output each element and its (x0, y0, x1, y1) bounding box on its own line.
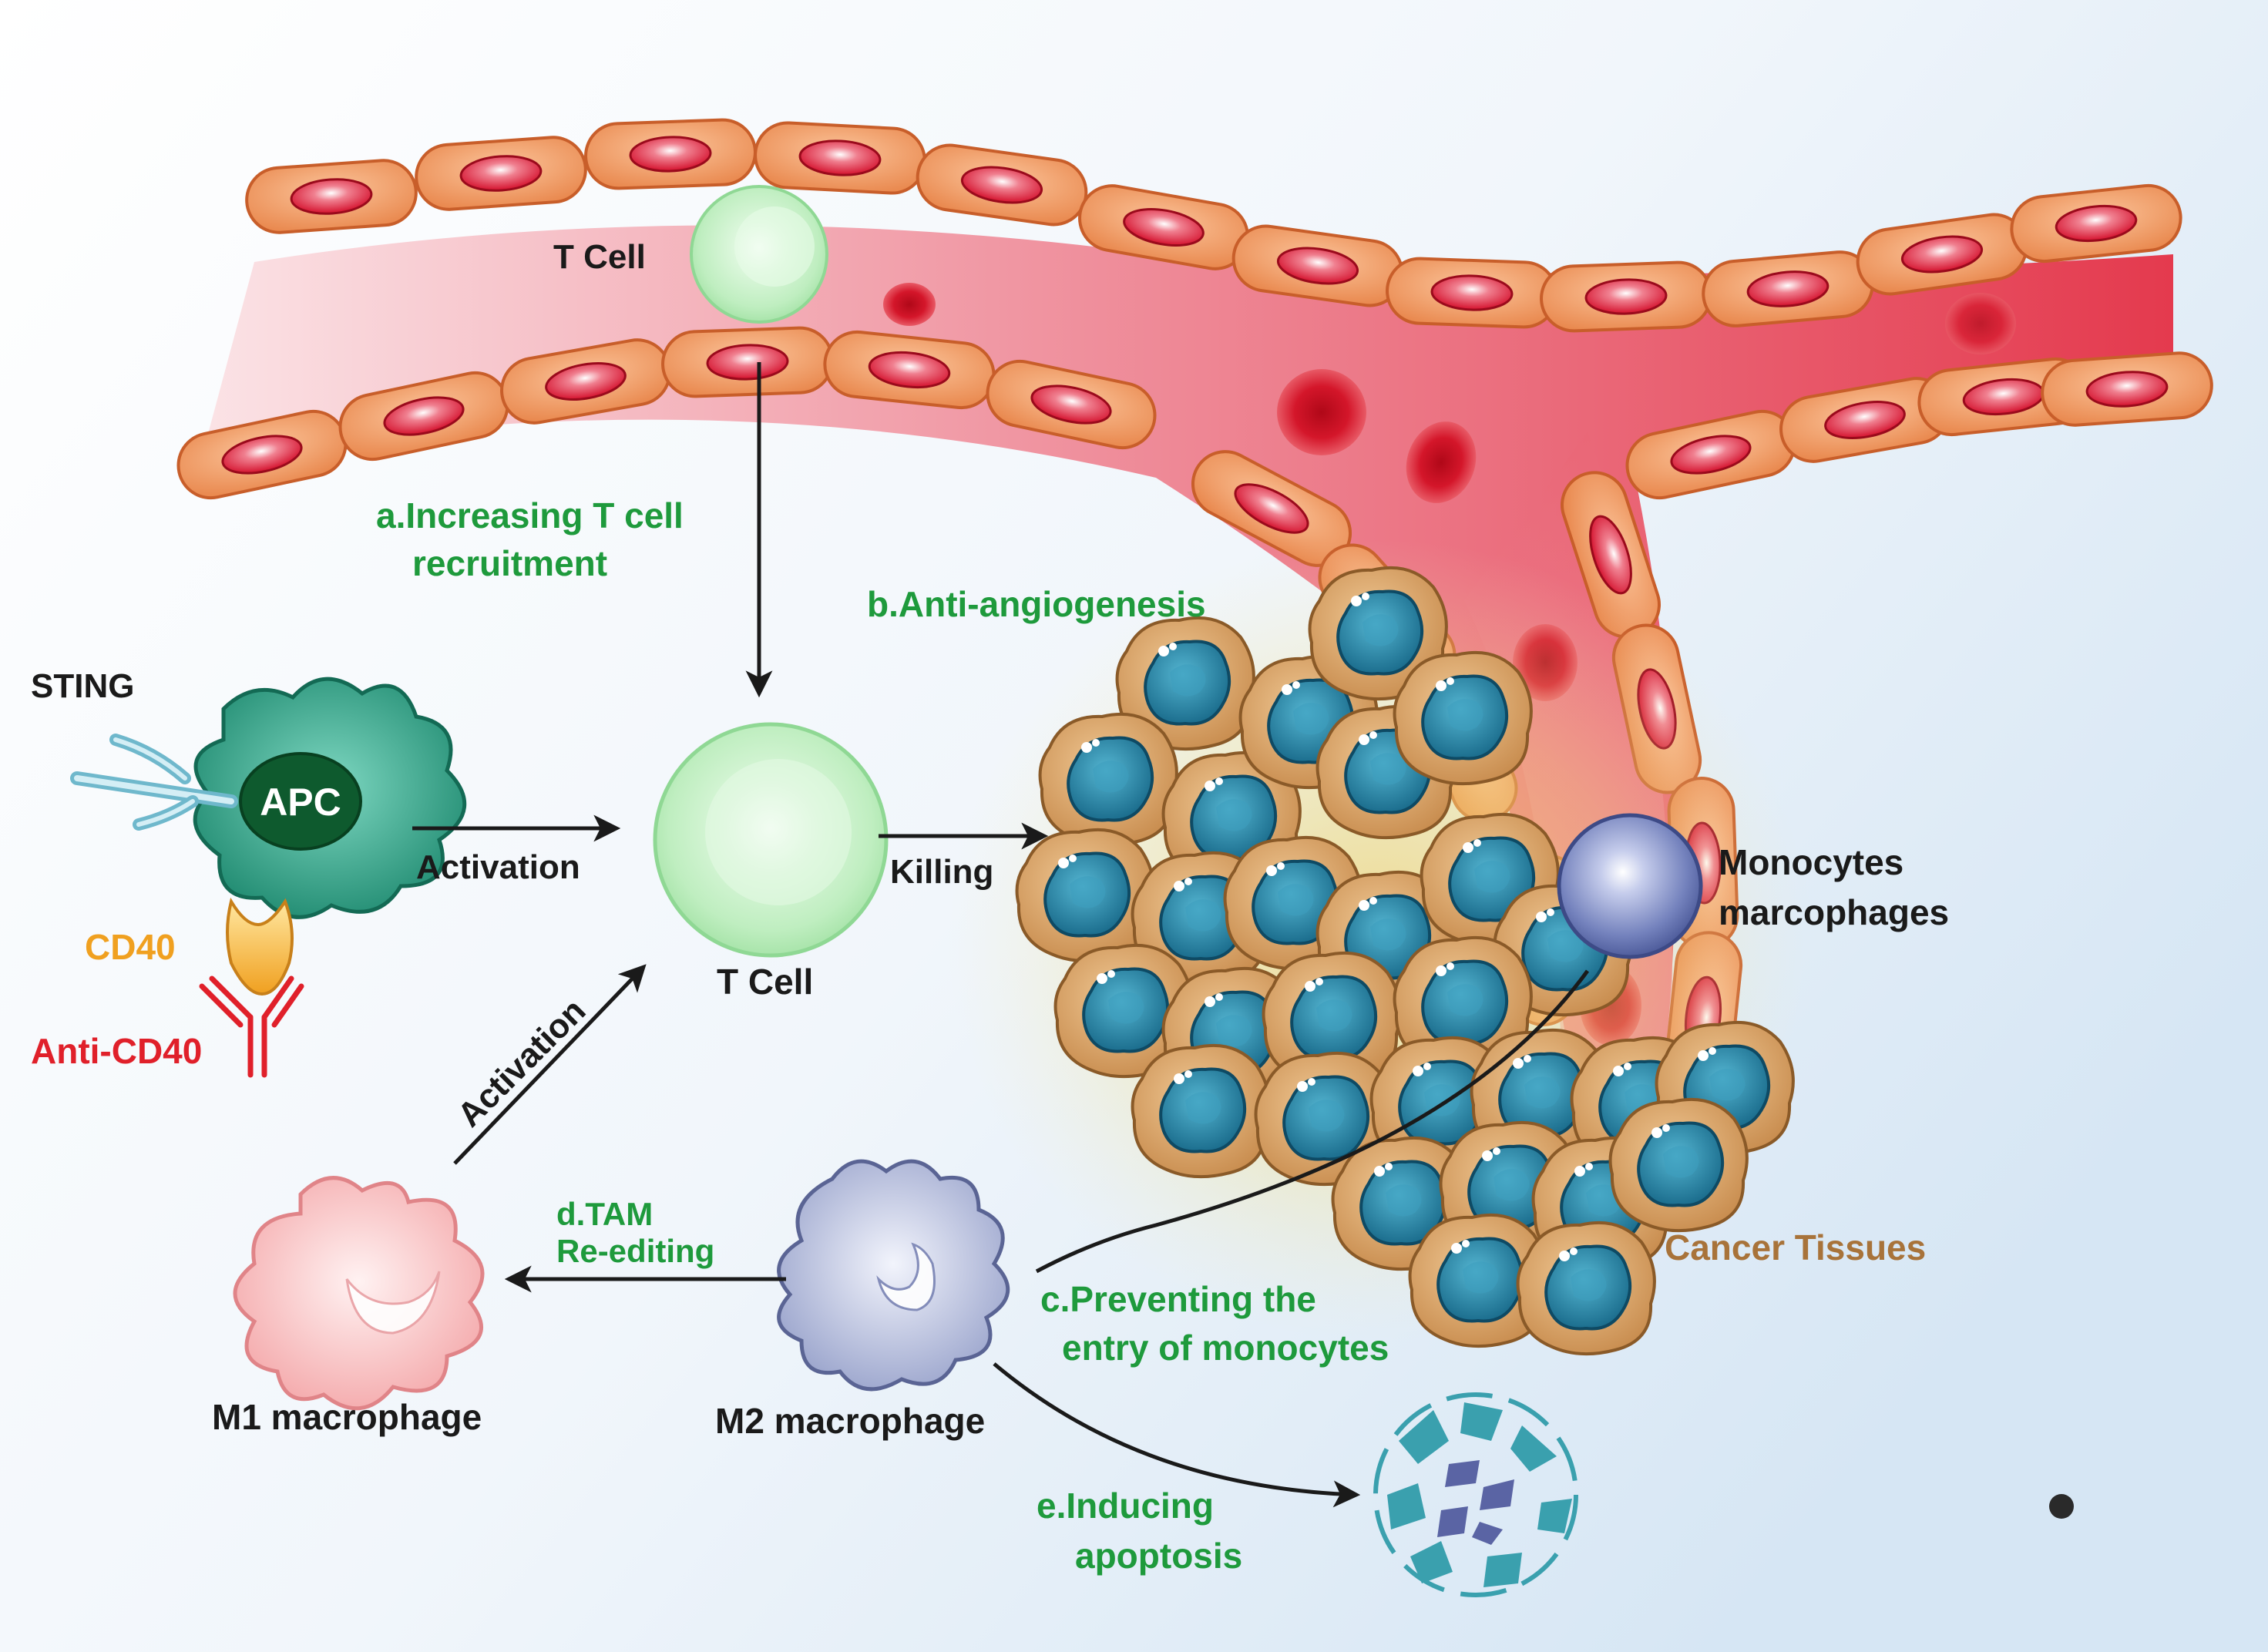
label-monocytes-line2: marcophages (1719, 892, 1949, 932)
mechanism-a-line1: a.Increasing T cell (376, 495, 684, 536)
arrow-apoptosis (993, 1362, 1361, 1508)
label-activation-apc: Activation (416, 848, 580, 886)
mechanism-e-line1: e.Inducing (1037, 1486, 1214, 1526)
label-monocytes-line1: Monocytes (1719, 842, 1903, 882)
label-cancer-tissues: Cancer Tissues (1665, 1227, 1926, 1268)
label-t-cell-main: T Cell (717, 962, 813, 1002)
arrow-monocyte-block (1035, 969, 1590, 1274)
label-killing: Killing (890, 853, 993, 891)
mechanism-e-line2: apoptosis (1075, 1536, 1242, 1576)
arrows (412, 362, 1590, 1508)
cd40-receptor (226, 897, 294, 996)
label-m1-macrophage: M1 macrophage (212, 1397, 482, 1437)
mechanism-a-line2: recruitment (412, 543, 607, 583)
anti-cd40-antibody (199, 975, 304, 1078)
label-cd40: CD40 (85, 927, 176, 967)
monocyte (1557, 813, 1703, 959)
mechanism-b: b.Anti-angiogenesis (867, 584, 1206, 624)
label-m2-macrophage: M2 macrophage (715, 1401, 985, 1441)
label-t-cell-vessel: T Cell (553, 238, 646, 276)
label-apc: APC (260, 781, 341, 824)
mechanism-c-line2: entry of monocytes (1062, 1328, 1389, 1368)
apc-nucleus (239, 752, 362, 851)
arrow-m1-activation (453, 964, 647, 1165)
label-anti-cd40: Anti-CD40 (31, 1031, 202, 1071)
m2-macrophage-cell (777, 1159, 1010, 1392)
mechanism-d-line2: Re-editing (556, 1233, 714, 1269)
mechanism-d-line1: d.TAM (556, 1196, 653, 1232)
label-sting: STING (31, 667, 134, 705)
mechanism-c-line1: c.Preventing the (1040, 1279, 1316, 1319)
apoptotic-cell (1373, 1392, 1578, 1597)
sting-receptor (70, 734, 238, 831)
decorative-dot (2049, 1494, 2074, 1519)
